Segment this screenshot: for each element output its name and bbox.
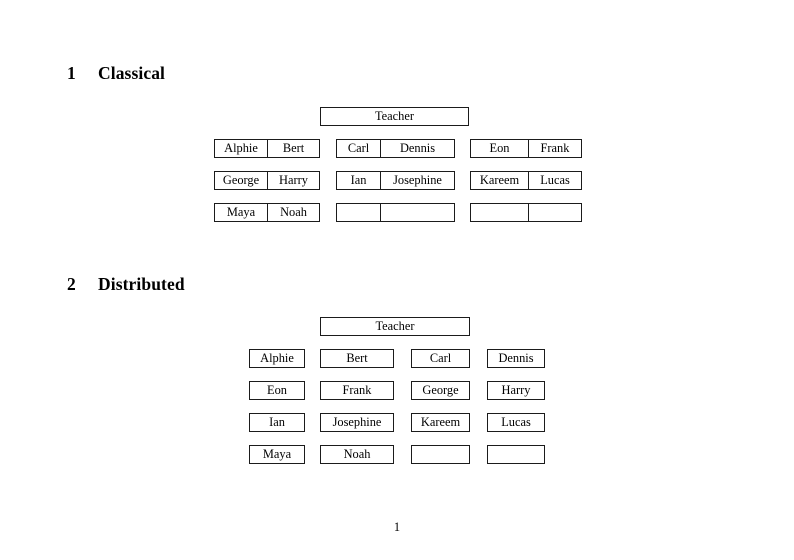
distributed-r4-c1: Maya — [249, 445, 305, 464]
section-number: 2 — [67, 274, 76, 294]
page-number: 1 — [393, 520, 401, 534]
distributed-r4-c2: Noah — [320, 445, 394, 464]
classical-g1-r1-right: Bert — [267, 139, 320, 158]
classical-g3-r2-right: Lucas — [528, 171, 582, 190]
classical-teacher-cell: Teacher — [320, 107, 469, 126]
classical-g2-r2-right: Josephine — [380, 171, 455, 190]
distributed-r3-c4: Lucas — [487, 413, 545, 432]
distributed-r4-c4 — [487, 445, 545, 464]
section-title: Classical — [98, 63, 166, 83]
classical-g3-r1-left: Eon — [470, 139, 529, 158]
distributed-r1-c3: Carl — [411, 349, 470, 368]
classical-g2-r3-right — [380, 203, 455, 222]
distributed-r2-c3: George — [411, 381, 470, 400]
distributed-r3-c3: Kareem — [411, 413, 470, 432]
classical-g1-r2-left: George — [214, 171, 268, 190]
distributed-r1-c4: Dennis — [487, 349, 545, 368]
section-number: 1 — [67, 63, 76, 83]
classical-g1-r3-right: Noah — [267, 203, 320, 222]
classical-g2-r1-left: Carl — [336, 139, 381, 158]
section-heading-classical: 1 Classical — [67, 63, 165, 84]
distributed-r2-c4: Harry — [487, 381, 545, 400]
distributed-teacher-cell: Teacher — [320, 317, 470, 336]
classical-g3-r1-right: Frank — [528, 139, 582, 158]
distributed-r4-c3 — [411, 445, 470, 464]
distributed-r2-c2: Frank — [320, 381, 394, 400]
distributed-r1-c1: Alphie — [249, 349, 305, 368]
classical-g3-r2-left: Kareem — [470, 171, 529, 190]
distributed-r3-c1: Ian — [249, 413, 305, 432]
classical-g2-r1-right: Dennis — [380, 139, 455, 158]
classical-g1-r2-right: Harry — [267, 171, 320, 190]
distributed-r1-c2: Bert — [320, 349, 394, 368]
distributed-r3-c2: Josephine — [320, 413, 394, 432]
section-heading-distributed: 2 Distributed — [67, 274, 185, 295]
classical-g3-r3-right — [528, 203, 582, 222]
classical-g1-r3-left: Maya — [214, 203, 268, 222]
classical-g2-r3-left — [336, 203, 381, 222]
classical-g1-r1-left: Alphie — [214, 139, 268, 158]
classical-g3-r3-left — [470, 203, 529, 222]
distributed-r2-c1: Eon — [249, 381, 305, 400]
classical-g2-r2-left: Ian — [336, 171, 381, 190]
section-title: Distributed — [98, 274, 185, 294]
